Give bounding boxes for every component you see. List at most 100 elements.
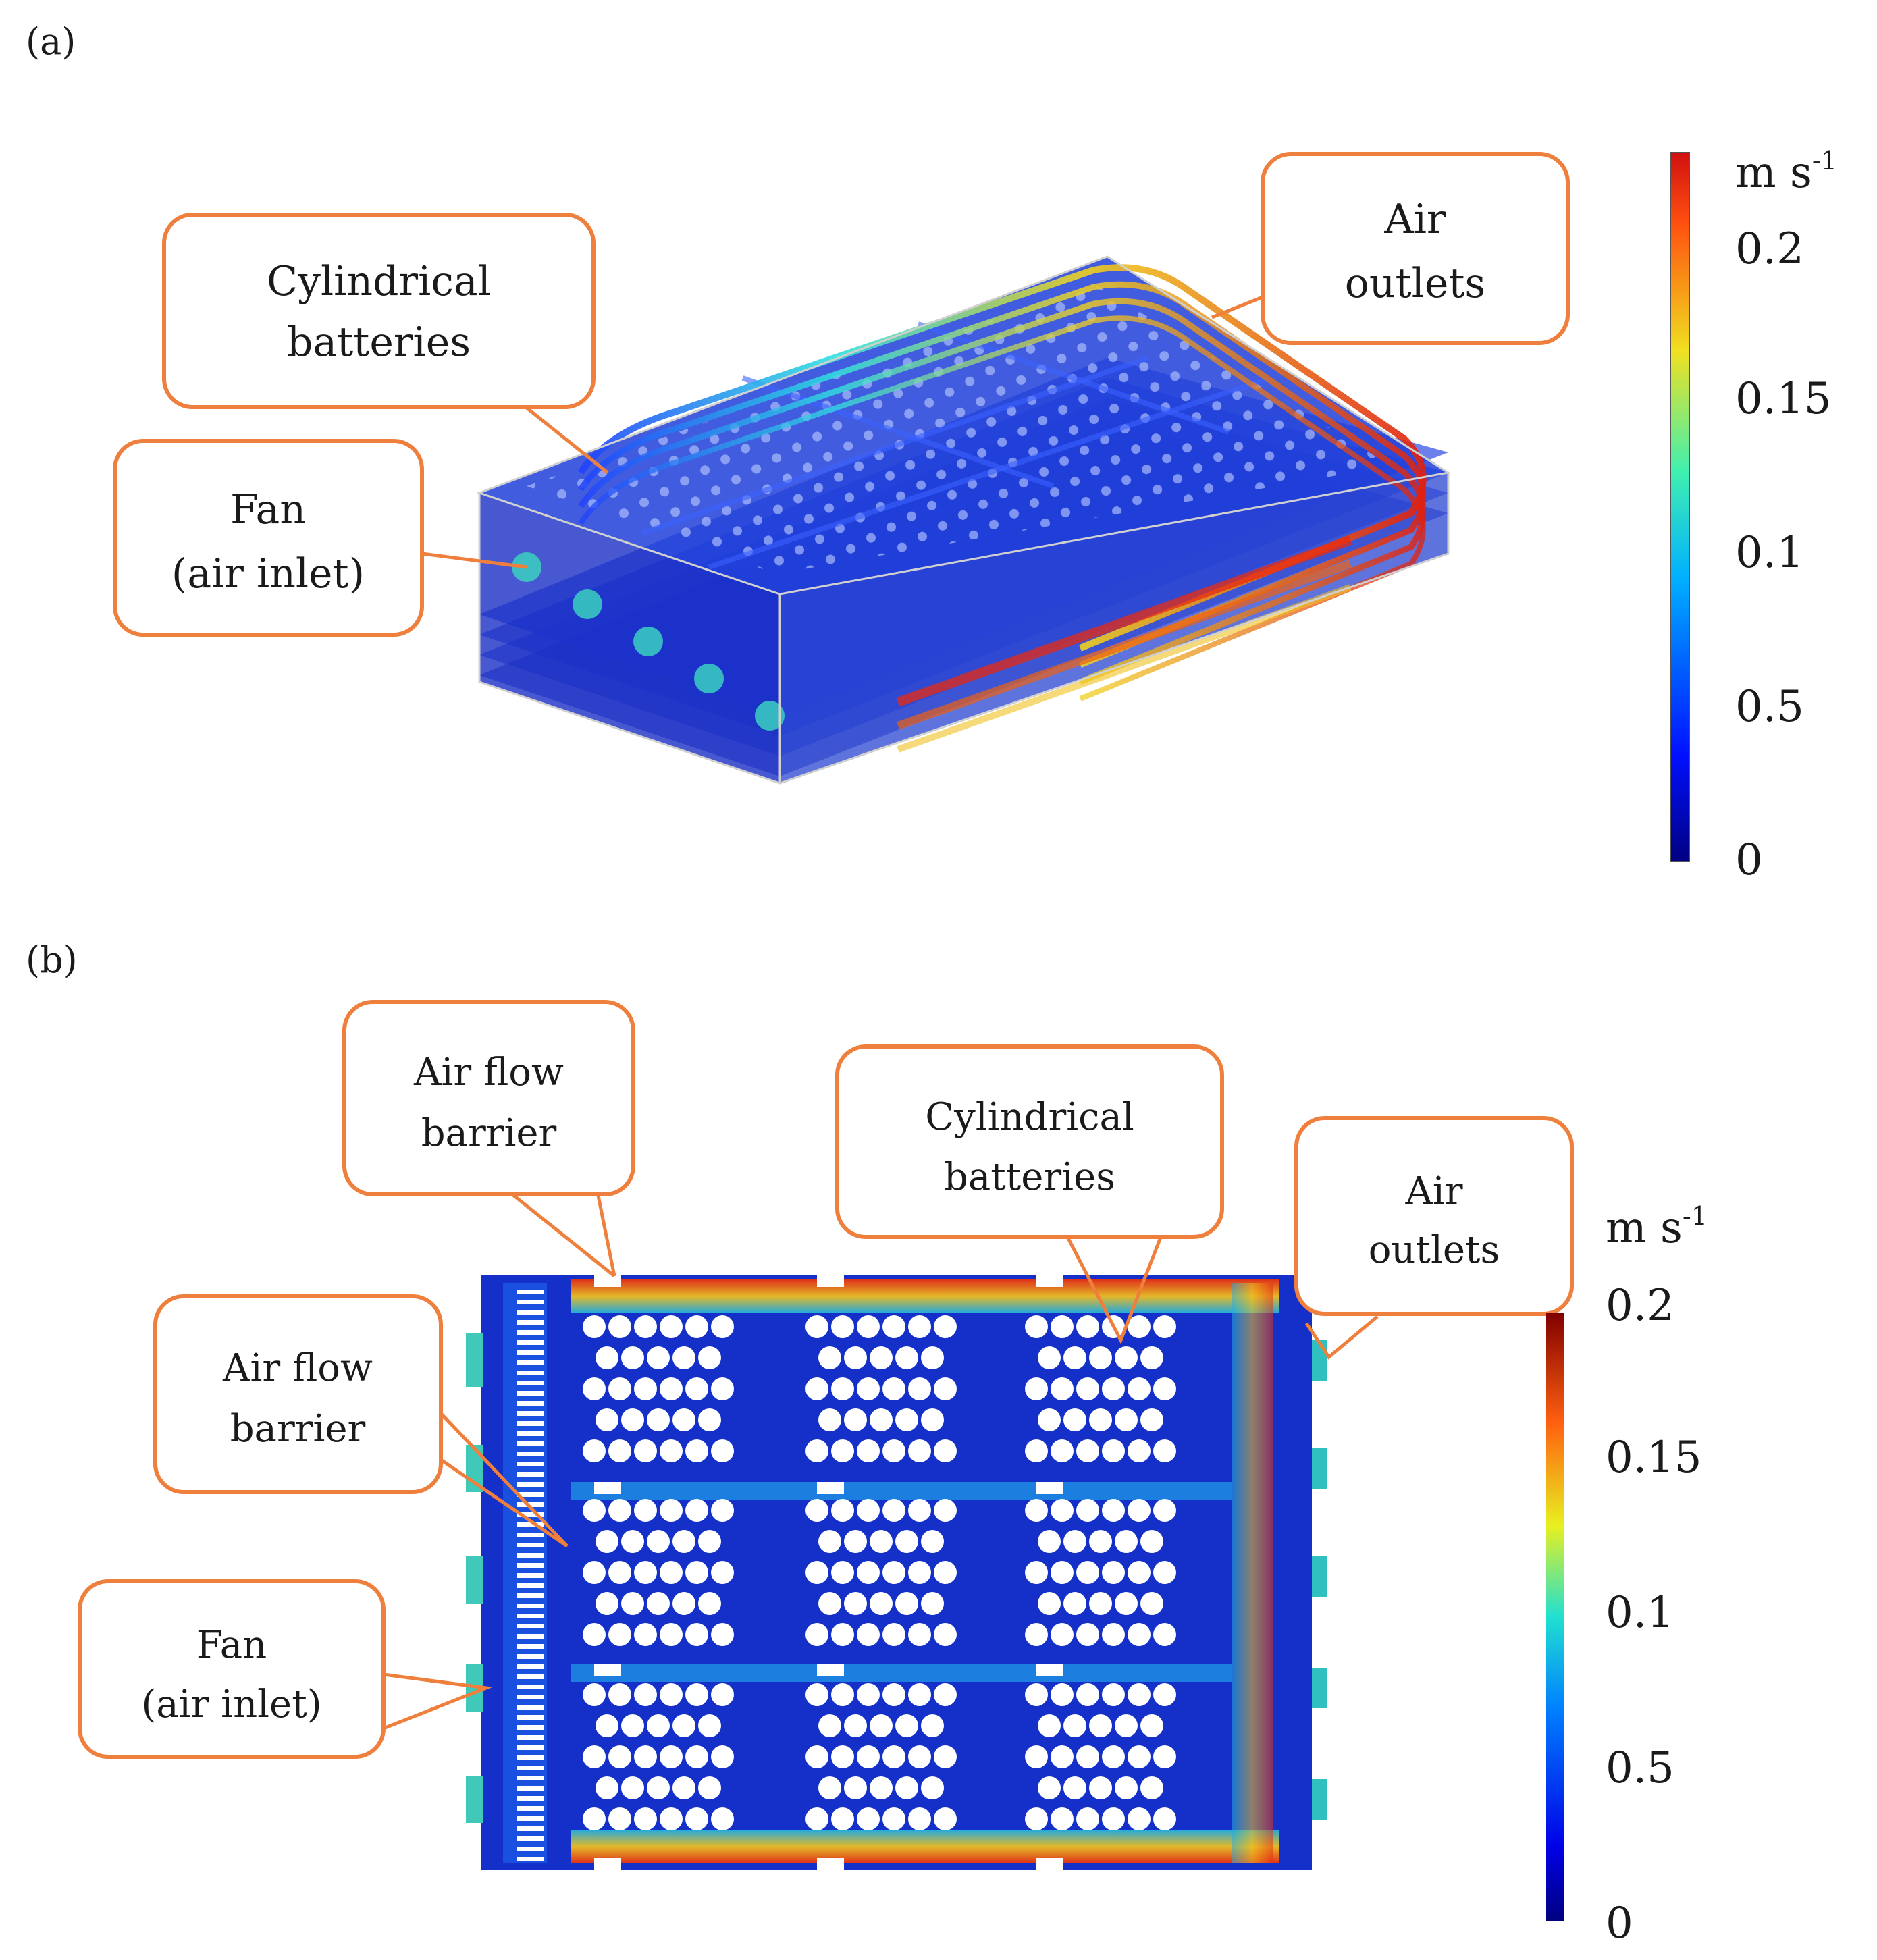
battery-cell (1102, 1623, 1125, 1646)
battery-cell (895, 1714, 918, 1737)
battery-cell (831, 1315, 854, 1338)
battery-cell (908, 1377, 931, 1400)
battery-cell (634, 1561, 657, 1584)
fan-slat (517, 1786, 544, 1791)
battery-cell (621, 1346, 644, 1369)
battery-cell (1076, 1623, 1099, 1646)
battery-cell (857, 1499, 880, 1522)
battery-cell (583, 1439, 606, 1462)
battery-cell (831, 1623, 854, 1646)
flow-streamline (577, 264, 1427, 652)
battery-cell (660, 1623, 683, 1646)
battery-cell (921, 1408, 944, 1431)
battery-cell (711, 1499, 734, 1522)
battery-cell (934, 1377, 957, 1400)
module-front-face (479, 493, 780, 783)
colorbar-a-unit: m s-1 (1735, 146, 1837, 198)
battery-cell (583, 1683, 606, 1706)
battery-cell (870, 1408, 893, 1431)
fan-slat (517, 1593, 544, 1598)
battery-cell (596, 1408, 618, 1431)
battery-cell (621, 1592, 644, 1615)
battery-cell (1140, 1714, 1163, 1737)
colorbar-a-tick: 0.2 (1735, 224, 1804, 274)
battery-cell (596, 1714, 618, 1737)
battery-cell (844, 1346, 867, 1369)
battery-cell (1025, 1745, 1048, 1768)
battery-cell (1076, 1683, 1099, 1706)
battery-cell (1128, 1561, 1151, 1584)
battery-cell (857, 1683, 880, 1706)
fan-slat (517, 1604, 544, 1608)
battery-cell (882, 1623, 905, 1646)
battery-cell (1051, 1499, 1074, 1522)
battery-cell (844, 1592, 867, 1615)
svg-text:Fan: Fan (196, 1623, 267, 1667)
battery-cell (608, 1499, 631, 1522)
battery-cell (1051, 1683, 1074, 1706)
battery-cell (634, 1499, 657, 1522)
battery-cell (698, 1346, 721, 1369)
colorbar-b-tick: 0.1 (1606, 1588, 1674, 1638)
fan-slat (517, 1441, 544, 1446)
battery-cell (621, 1408, 644, 1431)
battery-cell (1025, 1623, 1048, 1646)
battery-cell (660, 1745, 683, 1768)
battery-cell (1076, 1561, 1099, 1584)
battery-cell (908, 1683, 931, 1706)
battery-cell (1038, 1408, 1061, 1431)
battery-cell (711, 1561, 734, 1584)
battery-cell (672, 1408, 695, 1431)
battery-cell (1038, 1346, 1061, 1369)
battery-cell (698, 1714, 721, 1737)
battery-cell (634, 1683, 657, 1706)
battery-cell (1025, 1499, 1048, 1522)
fan-slat (517, 1512, 544, 1517)
battery-cell (672, 1530, 695, 1553)
battery-cell (1140, 1530, 1163, 1553)
svg-text:Cylindrical: Cylindrical (267, 258, 491, 305)
fan-slat (517, 1462, 544, 1466)
battery-cell (711, 1377, 734, 1400)
colorbar-b-tick: 0.15 (1606, 1433, 1702, 1483)
battery-cell (857, 1439, 880, 1462)
battery-cell (608, 1561, 631, 1584)
callout-a-fan: Fan (air inlet) (113, 439, 527, 637)
battery-cell (672, 1776, 695, 1799)
battery-cell (583, 1807, 606, 1830)
battery-cell (805, 1683, 828, 1706)
callout-b-fan: Fan (air inlet) (78, 1579, 493, 1759)
battery-cell (583, 1315, 606, 1338)
battery-cell (895, 1346, 918, 1369)
battery-cell (818, 1346, 841, 1369)
colorbar-a-tick: 0.5 (1735, 682, 1804, 732)
battery-cell (698, 1530, 721, 1553)
battery-cell (818, 1776, 841, 1799)
battery-cell (1128, 1377, 1151, 1400)
battery-cell (1063, 1530, 1086, 1553)
battery-cell (1063, 1408, 1086, 1431)
battery-cell (608, 1745, 631, 1768)
battery-cell (908, 1623, 931, 1646)
battery-cell (870, 1530, 893, 1553)
battery-cell (1128, 1807, 1151, 1830)
battery-cell (882, 1745, 905, 1768)
battery-cell (934, 1499, 957, 1522)
fan-slat (517, 1624, 544, 1628)
battery-cell (1102, 1807, 1125, 1830)
battery-cell (1025, 1315, 1048, 1338)
fan-slat (517, 1340, 544, 1345)
battery-cell (1063, 1592, 1086, 1615)
battery-cell (1115, 1714, 1138, 1737)
battery-cell (608, 1623, 631, 1646)
callout-b-air-flow-barrier-left: Air flow barrier (153, 1294, 569, 1548)
battery-cell (596, 1592, 618, 1615)
battery-cell (1102, 1377, 1125, 1400)
fan-slat (517, 1371, 544, 1375)
battery-cell (1153, 1561, 1176, 1584)
battery-cell (1063, 1346, 1086, 1369)
fan-slat (517, 1766, 544, 1770)
battery-cell (634, 1623, 657, 1646)
battery-cell (685, 1439, 708, 1462)
battery-cell (634, 1745, 657, 1768)
